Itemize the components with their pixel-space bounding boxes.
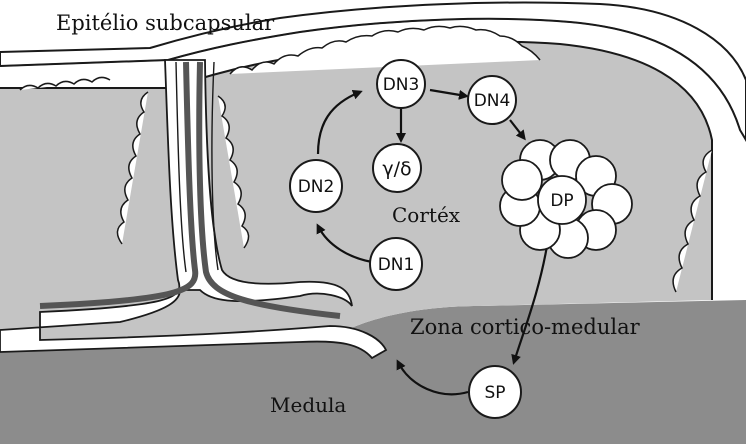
node-gamma-delta-label: γ/δ	[382, 158, 411, 180]
node-dn4: DN4	[468, 76, 516, 124]
node-dn1: DN1	[370, 238, 422, 290]
node-dn3: DN3	[377, 60, 425, 108]
node-gamma-delta: γ/δ	[373, 144, 421, 192]
label-medulla: Medula	[270, 393, 346, 417]
node-dn4-label: DN4	[474, 91, 511, 111]
node-dn3-label: DN3	[383, 75, 420, 95]
node-dn2-label: DN2	[298, 177, 335, 197]
node-dp-label: DP	[550, 191, 573, 211]
label-cortex: Cortéx	[392, 203, 461, 227]
node-dn1-label: DN1	[378, 255, 415, 275]
node-dn2: DN2	[290, 160, 342, 212]
node-sp: SP	[469, 366, 521, 418]
label-subcapsular-epithelium: Epitélio subcapsular	[56, 11, 275, 35]
label-corticomedullary-zone: Zona cortico-medular	[410, 315, 641, 339]
node-sp-label: SP	[484, 383, 505, 403]
